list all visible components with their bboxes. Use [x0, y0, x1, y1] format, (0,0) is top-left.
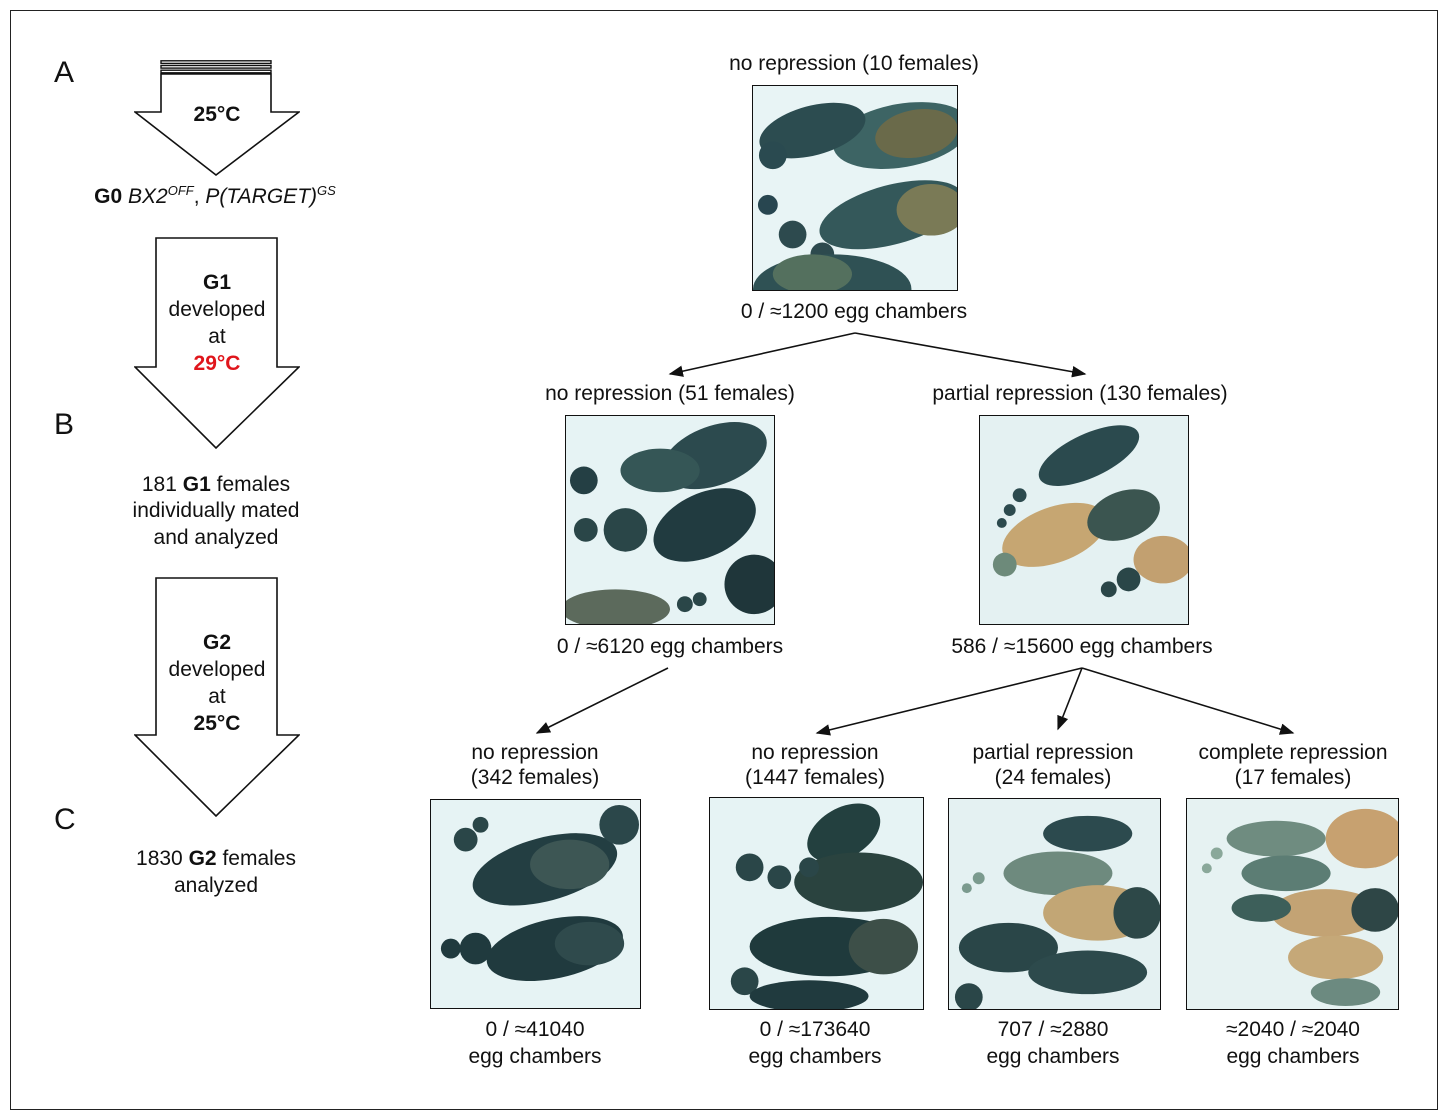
- panel-letter-c: C: [54, 803, 76, 836]
- bottom3-ovary-image: [948, 798, 1161, 1010]
- mid-right-ovary-image: [979, 415, 1189, 625]
- bottom2-count-line1: 0 / ≈173640: [759, 1018, 871, 1041]
- g0-allele: BX2: [128, 185, 168, 208]
- bottom2-count-line2: egg chambers: [748, 1045, 882, 1068]
- g1-summary-line3: and analyzed: [153, 526, 279, 549]
- bottom2-title-line2: (1447 females): [744, 766, 886, 789]
- top-ovary-image: [752, 85, 958, 291]
- bottom4-count-line1: ≈2040 / ≈2040: [1226, 1018, 1360, 1041]
- g1-rest: females: [216, 473, 291, 496]
- arrow2-line2: at: [208, 325, 226, 348]
- g0-transgene: P(TARGET): [205, 185, 318, 208]
- g1-gen: G1: [182, 473, 211, 496]
- connector-top-to-mid-right: [854, 332, 1087, 378]
- arrow-temp-label: 25°C: [193, 103, 241, 126]
- arrow-g1-development: G1 developed at 29°C: [134, 237, 300, 449]
- bottom1-count-line2: egg chambers: [468, 1045, 602, 1068]
- bottom4-ovary-image: [1186, 798, 1399, 1010]
- g0-genotype: G0 BX2OFF, P(TARGET)GS: [60, 184, 370, 210]
- arrow3-line1: developed: [168, 658, 266, 681]
- arrow-g2-development: G2 developed at 25°C: [134, 577, 300, 817]
- arrow2-temp: 29°C: [193, 352, 241, 375]
- bottom4-count-line2: egg chambers: [1226, 1045, 1360, 1068]
- mid-left-title: no repression (51 females): [545, 382, 795, 405]
- connector-midleft-to-bottom1: [535, 667, 669, 734]
- bottom1-title-line1: no repression: [471, 741, 599, 764]
- g2-gen: G2: [188, 847, 217, 870]
- g2-summary-line1: 1830 G2 females: [60, 846, 372, 872]
- arrow2-line1: developed: [168, 298, 266, 321]
- bottom3-title-line1: partial repression: [972, 741, 1134, 764]
- arrow2-gen: G1: [202, 271, 231, 294]
- connector-midright-to-bottom3: [1057, 667, 1083, 731]
- panel-letter-a: A: [54, 56, 75, 89]
- top-node-title: no repression (10 females): [729, 52, 979, 75]
- bottom2-ovary-image: [709, 797, 924, 1010]
- mid-right-count: 586 / ≈15600 egg chambers: [951, 635, 1213, 658]
- bottom3-count-line1: 707 / ≈2880: [997, 1018, 1109, 1041]
- top-node-count: 0 / ≈1200 egg chambers: [740, 300, 968, 323]
- mid-left-ovary-image: [565, 415, 775, 625]
- g0-allele-sup: OFF: [167, 183, 194, 198]
- mid-right-title: partial repression (130 females): [932, 382, 1228, 405]
- arrow3-line2: at: [208, 685, 226, 708]
- g2-rest: females: [222, 847, 296, 870]
- g2-count: 1830: [136, 847, 183, 870]
- mid-left-count: 0 / ≈6120 egg chambers: [556, 635, 784, 658]
- connector-top-to-mid-left: [668, 332, 856, 377]
- g0-gen-label: G0: [94, 185, 123, 208]
- g0-transgene-sup: GS: [317, 183, 336, 198]
- bottom4-title-line1: complete repression: [1198, 741, 1388, 764]
- arrow3-gen: G2: [202, 631, 231, 654]
- connector-midright-to-bottom4: [1081, 667, 1295, 735]
- arrow-g0-cross: 25°C: [134, 60, 300, 176]
- bottom3-count-line2: egg chambers: [986, 1045, 1120, 1068]
- g1-count: 181: [141, 473, 177, 496]
- bottom4-title-line2: (17 females): [1234, 766, 1352, 789]
- g0-separator: ,: [193, 185, 206, 208]
- g1-summary-line2: individually mated: [132, 499, 300, 522]
- bottom2-title-line1: no repression: [751, 741, 879, 764]
- panel-letter-b: B: [54, 408, 75, 441]
- g1-summary-line1: 181 G1 females: [60, 472, 372, 498]
- connector-midright-to-bottom2: [815, 667, 1083, 736]
- bottom1-count-line1: 0 / ≈41040: [485, 1018, 585, 1041]
- bottom3-title-line2: (24 females): [994, 766, 1112, 789]
- bottom1-title-line2: (342 females): [470, 766, 600, 789]
- g2-summary-line2: analyzed: [173, 874, 259, 897]
- bottom1-ovary-image: [430, 799, 641, 1009]
- arrow3-temp: 25°C: [193, 712, 241, 735]
